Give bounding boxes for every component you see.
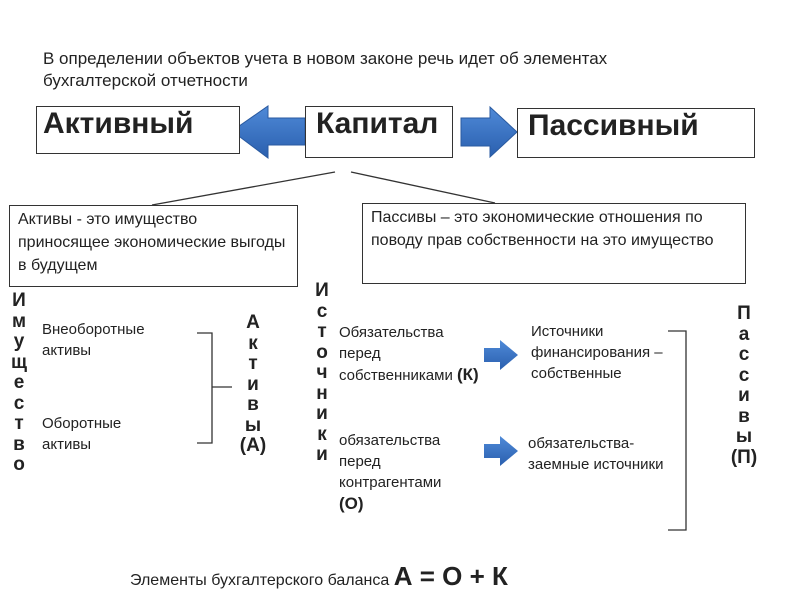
active-box: Активный — [36, 106, 240, 154]
obligations-owners-text: Обязательства перед собственниками — [339, 324, 453, 384]
connector-line-assets — [151, 171, 336, 206]
passive-box: Пассивный — [517, 108, 755, 158]
small-arrow-icon-owners — [484, 340, 518, 370]
left-arrow-icon — [231, 105, 306, 159]
borrowed-funding-sources-item: обязательства-заемные источники — [528, 435, 664, 473]
formula-prefix: Элементы бухгалтерского баланса — [130, 572, 390, 589]
brace-assets — [197, 332, 232, 444]
vertical-label-liabilities: П а с с и в ы (П) — [730, 303, 758, 468]
capital-box: Капитал — [305, 106, 453, 158]
vertical-label-property: И м у щ е с т в о — [10, 290, 28, 475]
vertical-label-assets: А к т и в ы (А) — [239, 312, 267, 456]
right-arrow-icon — [460, 105, 518, 159]
brace-sources — [668, 330, 687, 531]
current-assets-item: Оборотные активы — [42, 415, 122, 453]
connector-line-liabilities — [350, 171, 496, 204]
noncurrent-assets-item: Внеоборотные активы — [42, 321, 145, 359]
obligations-owners-item: Обязательства перед собственниками (К) — [339, 322, 479, 386]
obligations-counterparties-item: обязательства перед контрагентами (О) — [339, 430, 469, 515]
formula-equation: А = О + К — [393, 561, 508, 591]
own-funding-sources-item: Источники финансирования – собственные — [531, 323, 663, 382]
capital-symbol: (К) — [457, 365, 479, 384]
liabilities-definition: Пассивы – это экономические отношения по… — [362, 203, 746, 284]
intro-text: В определении объектов учета в новом зак… — [43, 49, 608, 90]
obligations-symbol: (О) — [339, 494, 364, 513]
balance-formula: Элементы бухгалтерского баланса А = О + … — [130, 561, 508, 592]
vertical-label-sources: И с т о ч н и к и — [315, 280, 329, 465]
assets-definition: Активы - это имущество приносящее эконом… — [9, 205, 298, 287]
obligations-counterparties-text: обязательства перед контрагентами — [339, 432, 442, 491]
small-arrow-icon-counterparties — [484, 436, 518, 466]
